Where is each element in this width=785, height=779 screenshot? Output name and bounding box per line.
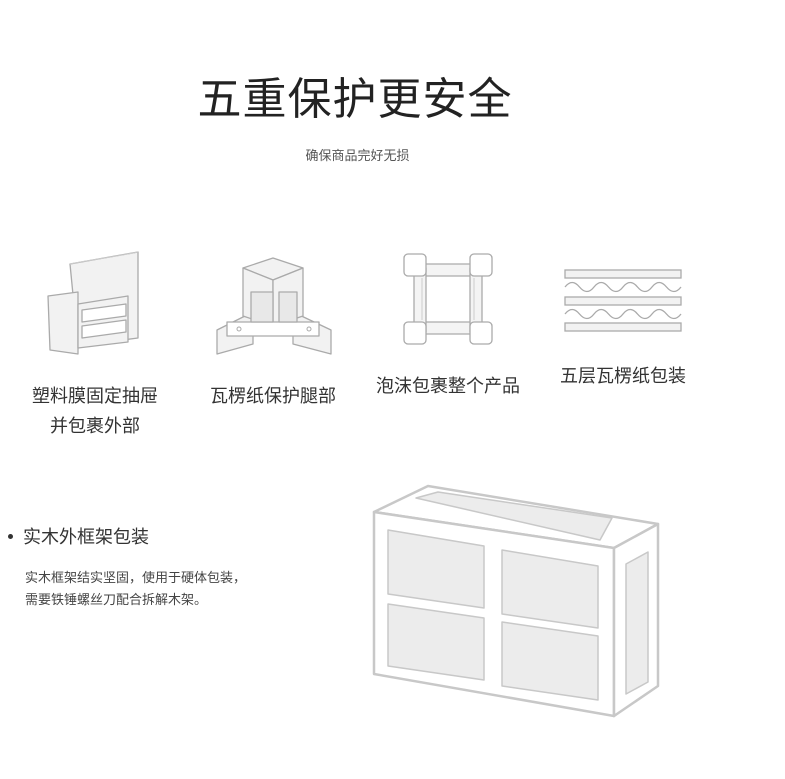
feature-label-corner: 瓦楞纸保护腿部 [183, 382, 363, 412]
corner-guard-icon [216, 257, 332, 355]
wood-frame-desc-line: 实木框架结实坚固，使用于硬体包装， [25, 571, 247, 586]
drawer-film-icon [47, 251, 139, 355]
foam-frame-icon [403, 253, 493, 345]
feature-item-corner: 瓦楞纸保护腿部 [183, 250, 363, 412]
bullet-dot-icon [8, 533, 13, 539]
feature-label-line: 塑料膜固定抽屉 [32, 386, 158, 407]
wooden-crate-icon [372, 484, 660, 718]
feature-label-line: 并包裹外部 [50, 416, 140, 437]
feature-item-corrugated: 五层瓦楞纸包装 [533, 250, 713, 392]
feature-label-line: 瓦楞纸保护腿部 [210, 386, 336, 407]
feature-label-corrugated: 五层瓦楞纸包装 [533, 362, 713, 392]
feature-label-foam: 泡沫包裹整个产品 [358, 372, 538, 402]
page-title: 五重保护更安全 [197, 74, 513, 125]
feature-label-line: 泡沫包裹整个产品 [376, 376, 520, 397]
feature-label-film: 塑料膜固定抽屉 并包裹外部 [5, 382, 185, 442]
wood-frame-desc: 实木框架结实坚固，使用于硬体包装， 需要铁锤螺丝刀配合拆解木架。 [25, 568, 325, 612]
feature-item-film: 塑料膜固定抽屉 并包裹外部 [5, 250, 185, 442]
page-subtitle: 确保商品完好无损 [305, 149, 410, 164]
wood-frame-title: 实木外框架包装 [8, 524, 149, 552]
corrugated-layers-icon [564, 269, 682, 332]
wood-frame-title-text: 实木外框架包装 [23, 527, 149, 548]
wood-frame-desc-line: 需要铁锤螺丝刀配合拆解木架。 [25, 593, 208, 608]
feature-item-foam: 泡沫包裹整个产品 [358, 250, 538, 402]
feature-label-line: 五层瓦楞纸包装 [560, 366, 686, 387]
